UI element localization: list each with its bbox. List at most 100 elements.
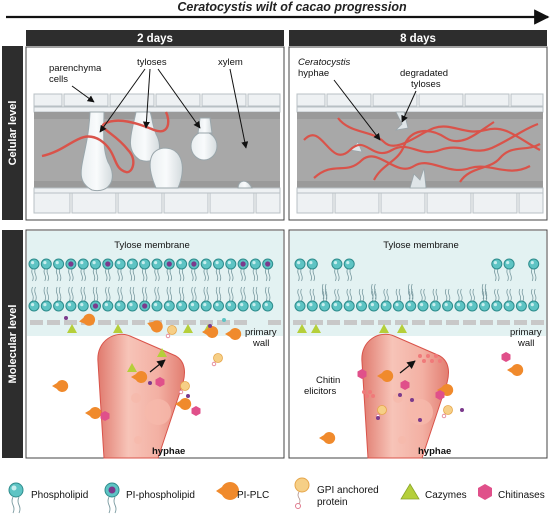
column-header-left-label: 2 days: [137, 33, 173, 45]
phospholipid-head: [343, 258, 355, 270]
pi-plc-enzyme: [507, 364, 524, 376]
headgroup-highlight: [469, 303, 473, 307]
headgroup-highlight: [43, 303, 47, 307]
secretion-arrow: [399, 360, 416, 374]
phospholipid-head: [491, 258, 503, 270]
phospholipid-head: [392, 300, 404, 312]
headgroup-highlight: [203, 261, 207, 265]
label-tylose-membrane-right: Tylose membrane: [383, 240, 459, 251]
phospholipid-head: [53, 300, 65, 312]
phospholipid-head: [306, 258, 318, 270]
pi-plc-enzyme: [377, 370, 394, 382]
pi-headgroup: [142, 303, 148, 309]
wall-segment: [429, 320, 442, 325]
pi-fragment: [418, 354, 422, 358]
phospholipid-head: [176, 258, 188, 270]
phospholipid-head: [126, 258, 138, 270]
phospholipid-head: [294, 258, 306, 270]
lipid-tail: [43, 267, 49, 282]
headgroup-highlight: [117, 261, 121, 265]
headgroup-highlight: [264, 303, 268, 307]
headgroup-highlight: [333, 303, 338, 307]
pi-fragment: [376, 416, 380, 420]
lipid-tail: [191, 286, 197, 302]
lipid-tail: [309, 288, 315, 302]
lipid-tail: [43, 286, 49, 302]
headgroup-highlight: [297, 303, 301, 307]
lipid-tail: [531, 288, 537, 302]
phospholipid-head: [405, 300, 417, 312]
gpi-protein: [377, 405, 387, 415]
lipid-tail: [506, 267, 512, 282]
phospholipid-head: [225, 300, 237, 312]
lipid-tail: [191, 267, 197, 282]
pi-fragment: [438, 359, 442, 363]
phospholipid-head: [163, 300, 175, 312]
lipid-tail: [371, 288, 377, 302]
headgroup-highlight: [407, 303, 411, 307]
wall-segment: [378, 320, 391, 325]
phospholipid-head: [28, 258, 40, 270]
headgroup-highlight: [203, 303, 207, 307]
label-tylose-membrane-left: Tylose membrane: [114, 240, 190, 251]
headgroup-highlight: [297, 261, 301, 265]
phospholipid-head: [294, 300, 306, 312]
lipid-tail: [80, 267, 86, 282]
lipid-tail: [228, 286, 234, 302]
phospholipid-head: [225, 258, 237, 270]
lipid-tail: [346, 288, 352, 302]
gpi-protein: [167, 325, 177, 335]
chitinase-icon: [478, 484, 492, 500]
pi-plc-enzyme: [202, 326, 219, 338]
headgroup-highlight: [92, 261, 96, 265]
lipid-tail: [68, 267, 74, 282]
phospholipid-head: [77, 300, 89, 312]
wall-segment: [293, 320, 306, 325]
pi-fragment: [148, 381, 152, 385]
lipid-tail: [469, 288, 475, 302]
lipid-tail: [68, 286, 74, 302]
pi-headgroup: [166, 261, 172, 267]
legend-label-gpi-line1: GPI anchored: [317, 485, 379, 496]
phospholipid-head: [114, 258, 126, 270]
wall-segment: [310, 320, 323, 325]
label-wall-right: wall: [517, 338, 534, 349]
phospholipid-head: [262, 300, 274, 312]
lipid-tail: [457, 288, 463, 302]
row-label-cellular-bg: [2, 46, 23, 220]
molecular-panel-left: Tylose membrane primary wall hyphae: [25, 229, 285, 459]
lipid-tail: [444, 288, 451, 302]
row-label-molecular-bg: [2, 230, 23, 458]
lipid-tail: [321, 288, 328, 302]
hyphae-network-right: [303, 117, 541, 183]
headgroup-highlight: [178, 303, 182, 307]
headgroup-highlight: [493, 303, 497, 307]
wall-segment: [132, 320, 145, 325]
chitinase: [357, 369, 367, 379]
pi-headgroup: [240, 261, 246, 267]
headgroup-highlight: [506, 261, 510, 265]
phospholipid-head: [515, 300, 527, 312]
chitinase: [435, 390, 445, 400]
cazyme: [67, 324, 77, 333]
headgroup-highlight: [80, 303, 84, 307]
pi-plc-enzyme: [85, 407, 102, 419]
lipid-tail: [408, 288, 414, 302]
lipid-tail: [129, 286, 136, 302]
gpi-anchor: [165, 333, 171, 339]
legend-label-cazymes: Cazymes: [425, 490, 467, 501]
headgroup-highlight: [55, 303, 59, 307]
phospholipid-head: [442, 300, 454, 312]
phospholipid-head: [188, 300, 200, 312]
chitinase: [191, 406, 201, 416]
lipid-tail: [31, 267, 37, 282]
label-tyloses-left: tyloses: [137, 57, 167, 68]
chitinase: [501, 352, 511, 362]
lipid-tail: [420, 288, 426, 302]
pi-fragment: [422, 359, 426, 363]
headgroup-highlight: [166, 303, 170, 307]
wall-segment: [463, 320, 476, 325]
wall-segment: [361, 320, 374, 325]
phospholipid-head: [491, 300, 503, 312]
cazyme-icon: [400, 483, 420, 500]
